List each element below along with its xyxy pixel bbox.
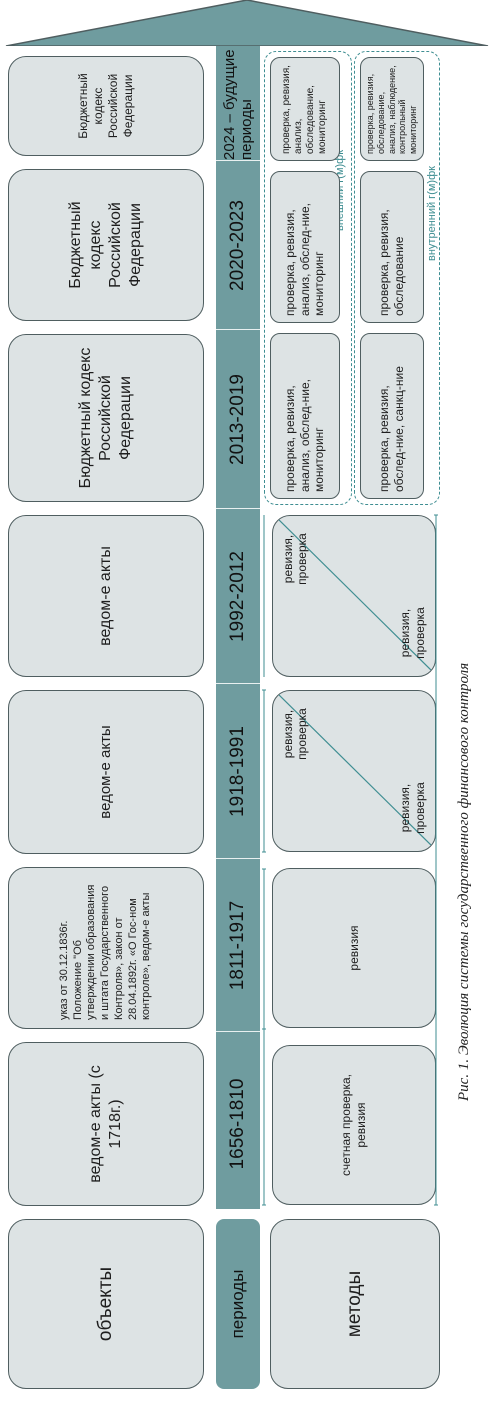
- object-text: ведом-е акты: [96, 725, 114, 819]
- object-2020-2023: Бюджетный кодекс Российской Федерации: [8, 169, 204, 321]
- object-text: указ от 30.12.1836г. Положение "Об утвер…: [57, 884, 153, 1020]
- periods-label-box: периоды: [216, 1219, 260, 1389]
- period-2020-2023: 2020-2023: [216, 162, 260, 330]
- object-1918-1991: ведом-е акты: [8, 690, 204, 854]
- method-text: проверка, ревизия, анализ, обслед-ние, м…: [283, 378, 327, 492]
- method-text: проверка, ревизия, обслед-ние, санкц-ние: [377, 366, 406, 492]
- method-1992-2012: ревизия, проверка ревизия, проверка: [272, 515, 436, 677]
- period-label: 1918-1991: [227, 726, 248, 817]
- diagonal-divider: [273, 690, 436, 851]
- object-text: Бюджетный кодекс Российской Федерации: [67, 201, 144, 289]
- object-1992-2012: ведом-е акты: [8, 515, 204, 677]
- method-text: проверка, ревизия, обследование, анализ,…: [364, 65, 419, 154]
- period-1811-1917: 1811-1917: [216, 860, 260, 1032]
- internal-group-label: внутренний г(м)фк: [426, 166, 438, 261]
- method-text: проверка, ревизия, анализ, обследование,…: [280, 65, 329, 154]
- period-1918-1991: 1918-1991: [216, 685, 260, 859]
- object-text: Бюджетный кодекс Российской Федерации: [77, 347, 134, 489]
- method-internal-2024: проверка, ревизия, обследование, анализ,…: [360, 57, 424, 161]
- bracket-lines: [262, 514, 438, 1206]
- arrow-head: [5, 0, 489, 46]
- objects-label-box: объекты: [8, 1219, 204, 1389]
- period-label: 2020-2023: [227, 200, 248, 291]
- period-2013-2019: 2013-2019: [216, 331, 260, 509]
- period-1656-1810: 1656-1810: [216, 1039, 260, 1209]
- object-1656-1810: ведом-е акты (с 1718г.): [8, 1042, 204, 1206]
- period-label: 2024 – будущие периоды: [221, 49, 255, 160]
- diagonal-divider: [273, 515, 436, 676]
- object-text: ведом-е акты: [97, 546, 114, 646]
- object-text: Бюджетный кодекс Российской Федерации: [76, 73, 135, 139]
- object-1811-1917: указ от 30.12.1836г. Положение "Об утвер…: [8, 867, 204, 1029]
- period-label: 1992-2012: [227, 551, 248, 642]
- object-text: ведом-е акты (с 1718г.): [87, 1065, 124, 1183]
- method-internal-2013-2019: проверка, ревизия, обслед-ние, санкц-ние: [360, 333, 424, 499]
- method-external-2013-2019: проверка, ревизия, анализ, обслед-ние, м…: [270, 333, 340, 499]
- method-1918-1991: ревизия, проверка ревизия, проверка: [272, 690, 436, 852]
- method-external-2020-2023: проверка, ревизия, анализ, обслед-ние, м…: [270, 171, 340, 323]
- method-text: проверка, ревизия, анализ, обслед-ние, м…: [283, 202, 327, 316]
- method-text: проверка, ревизия, обследование: [377, 209, 406, 316]
- period-label: 1811-1917: [227, 900, 248, 991]
- figure-caption: Рис. 1. Эволюция системы государственног…: [456, 662, 472, 1101]
- period-1992-2012: 1992-2012: [216, 510, 260, 684]
- period-label: 1656-1810: [227, 1078, 248, 1170]
- period-2024: 2024 – будущие периоды: [216, 46, 260, 161]
- object-2024: Бюджетный кодекс Российской Федерации: [8, 56, 204, 156]
- method-external-2024: проверка, ревизия, анализ, обследование,…: [270, 57, 340, 161]
- periods-label: периоды: [228, 1269, 247, 1339]
- method-internal-2020-2023: проверка, ревизия, обследование: [360, 171, 424, 323]
- period-label: 2013-2019: [227, 374, 248, 465]
- object-2013-2019: Бюджетный кодекс Российской Федерации: [8, 334, 204, 502]
- objects-label: объекты: [95, 1266, 117, 1342]
